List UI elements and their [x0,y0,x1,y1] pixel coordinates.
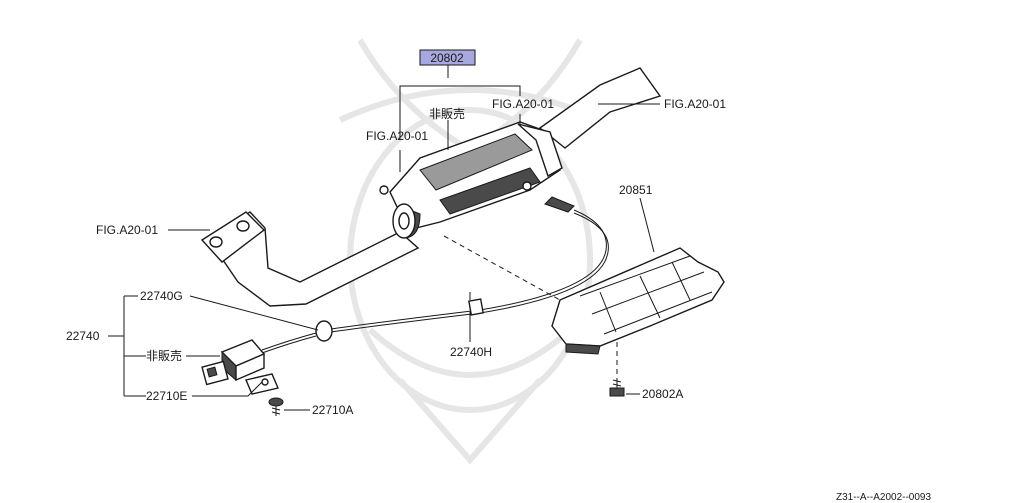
callout-20802[interactable]: 20802 [430,51,464,65]
callout-not-for-sale-left: 非販売 [146,348,182,363]
callout-22740[interactable]: 22740 [66,329,100,343]
callout-fig-left-cat[interactable]: FIG.A20-01 [366,129,428,143]
callout-fig-top-right[interactable]: FIG.A20-01 [664,97,726,111]
callout-20851[interactable]: 20851 [619,183,653,197]
leader-lines [108,65,660,411]
highlight-box-20802[interactable] [419,49,476,66]
rear-exhaust-pipe [538,67,662,149]
bolt-20802a [609,378,625,397]
callout-22740g[interactable]: 22740G [140,289,183,303]
screw-22710a [268,397,284,416]
oxygen-sensor-harness [261,196,609,354]
front-exhaust-pipe [200,211,420,307]
diagram-reference-code: Z31--A--A2002--0093 [836,492,931,503]
callout-fig-top-center[interactable]: FIG.A20-01 [492,97,554,111]
callout-22740h[interactable]: 22740H [450,345,492,359]
callout-fig-left-pipe[interactable]: FIG.A20-01 [96,223,158,237]
callout-not-for-sale-top: 非販売 [429,106,465,121]
sensor-connector [201,339,279,395]
callout-20802a[interactable]: 20802A [642,387,683,401]
callout-22710e[interactable]: 22710E [146,389,187,403]
catalytic-converter [379,121,563,239]
phantom-line-shield [443,235,561,301]
heat-shield [551,247,725,355]
callout-22710a[interactable]: 22710A [312,403,353,417]
